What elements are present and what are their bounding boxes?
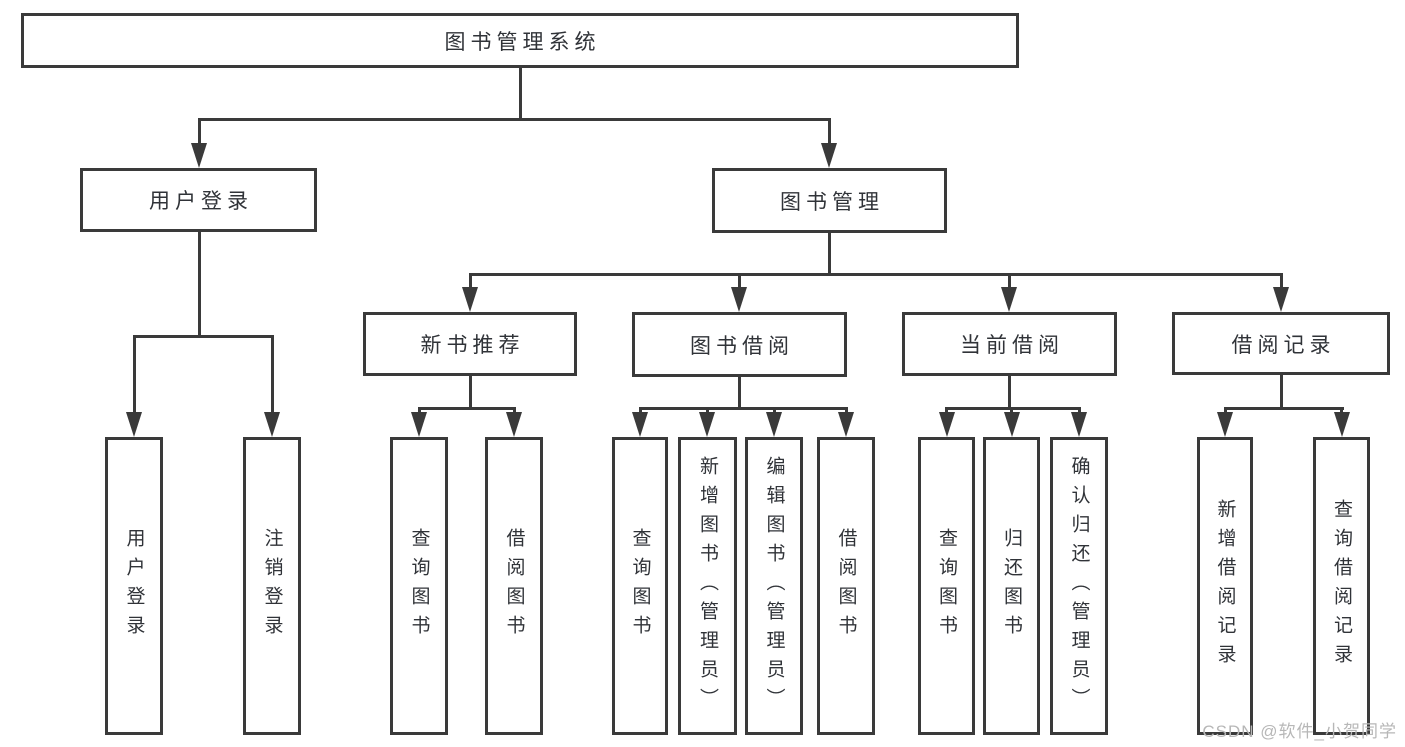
connector-line <box>469 273 472 289</box>
connector-line <box>639 407 848 410</box>
connector-line <box>133 335 274 338</box>
node-user-login-leaf: 用户登录 <box>105 437 163 735</box>
arrow-down-icon <box>462 287 478 312</box>
connector-line <box>1224 407 1227 414</box>
node-bb-borrow-books: 借阅图书 <box>817 437 875 735</box>
connector-line <box>1280 273 1283 289</box>
node-book-borrowing: 图书借阅 <box>632 312 847 377</box>
node-library-management-system: 图书管理系统 <box>21 13 1019 68</box>
connector-line <box>945 407 948 414</box>
connector-line <box>271 335 274 414</box>
arrow-down-icon <box>632 412 648 437</box>
connector-line <box>513 407 516 414</box>
arrow-down-icon <box>506 412 522 437</box>
node-cb-query-books: 查询图书 <box>918 437 975 735</box>
arrow-down-icon <box>191 143 207 168</box>
connector-line <box>773 407 776 414</box>
connector-line <box>706 407 709 414</box>
connector-line <box>639 407 642 414</box>
connector-line <box>1078 407 1081 414</box>
arrow-down-icon <box>766 412 782 437</box>
arrow-down-icon <box>1071 412 1087 437</box>
connector-line <box>198 118 201 145</box>
connector-line <box>469 273 1283 276</box>
arrow-down-icon <box>838 412 854 437</box>
arrow-down-icon <box>1334 412 1350 437</box>
connector-line <box>469 376 472 407</box>
arrow-down-icon <box>1004 412 1020 437</box>
connector-line <box>1008 273 1011 289</box>
connector-line <box>828 118 831 145</box>
connector-line <box>1010 407 1013 414</box>
node-book-management: 图书管理 <box>712 168 947 233</box>
connector-line <box>519 68 522 118</box>
connector-line <box>1280 375 1283 408</box>
node-bb-edit-books-admin: 编辑图书（管理员） <box>745 437 803 735</box>
connector-line <box>198 118 831 121</box>
node-cb-return-books: 归还图书 <box>983 437 1040 735</box>
arrow-down-icon <box>731 287 747 312</box>
arrow-down-icon <box>1217 412 1233 437</box>
node-borrowing-records: 借阅记录 <box>1172 312 1390 375</box>
node-nb-borrow-books: 借阅图书 <box>485 437 543 735</box>
node-user-login: 用户登录 <box>80 168 317 232</box>
connector-line <box>1008 376 1011 407</box>
connector-line <box>418 407 421 414</box>
connector-line <box>945 407 1081 410</box>
node-current-borrowing: 当前借阅 <box>902 312 1117 376</box>
node-logout-leaf: 注销登录 <box>243 437 301 735</box>
node-bb-add-books-admin: 新增图书（管理员） <box>678 437 737 735</box>
node-nb-query-books: 查询图书 <box>390 437 448 735</box>
connector-line <box>845 407 848 414</box>
node-cb-confirm-return-admin: 确认归还（管理员） <box>1050 437 1108 735</box>
arrow-down-icon <box>411 412 427 437</box>
arrow-down-icon <box>699 412 715 437</box>
node-br-query-borrow-record: 查询借阅记录 <box>1313 437 1370 735</box>
node-br-add-borrow-record: 新增借阅记录 <box>1197 437 1253 735</box>
connector-line <box>738 377 741 407</box>
arrow-down-icon <box>821 143 837 168</box>
connector-line <box>738 273 741 289</box>
connector-line <box>828 233 831 273</box>
arrow-down-icon <box>126 412 142 437</box>
arrow-down-icon <box>264 412 280 437</box>
connector-line <box>133 335 136 414</box>
connector-line <box>1224 407 1344 410</box>
arrow-down-icon <box>1273 287 1289 312</box>
connector-line <box>1340 407 1343 414</box>
arrow-down-icon <box>1001 287 1017 312</box>
node-new-book-recommendation: 新书推荐 <box>363 312 577 376</box>
arrow-down-icon <box>939 412 955 437</box>
connector-line <box>418 407 516 410</box>
node-bb-query-books: 查询图书 <box>612 437 668 735</box>
watermark-text: CSDN @软件_小贺同学 <box>1202 722 1397 741</box>
connector-line <box>198 232 201 335</box>
